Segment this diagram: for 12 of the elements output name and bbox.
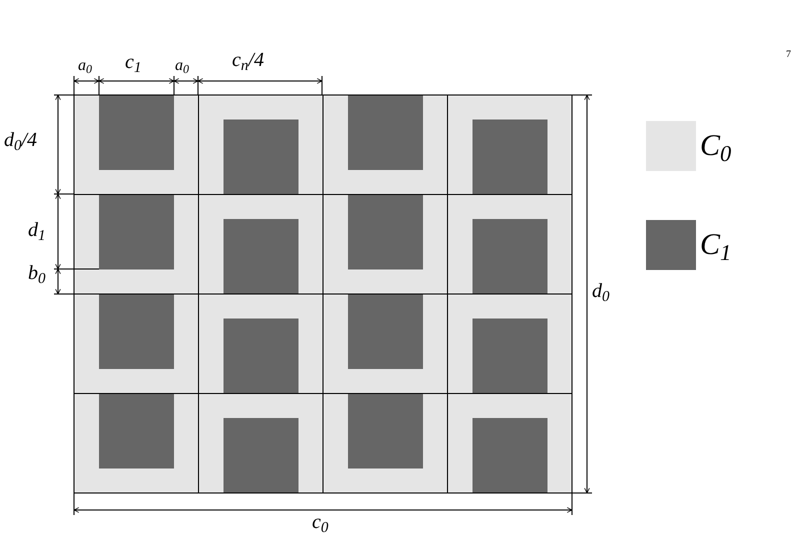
legend-label: C$_{1}$ xyxy=(700,230,732,260)
dimension-label: a$_{0}$ xyxy=(78,58,92,74)
dimension-label: b$_{0}$ xyxy=(28,263,46,283)
dimension-label: c$_{n}$/4 xyxy=(232,50,264,70)
dimension-label: d$_{1}$ xyxy=(28,220,46,240)
legend-label: C$_{0}$ xyxy=(700,131,732,161)
dimension-label: a$_{0}$ xyxy=(175,58,189,74)
dimension-label: d$_{0}$ xyxy=(592,281,610,301)
dimension-label: d$_{0}$/4 xyxy=(4,130,38,150)
dimension-label: c$_{1}$ xyxy=(125,52,142,72)
page-number: 7 xyxy=(786,50,791,60)
dimension-label: c$_{0}$ xyxy=(312,512,328,532)
